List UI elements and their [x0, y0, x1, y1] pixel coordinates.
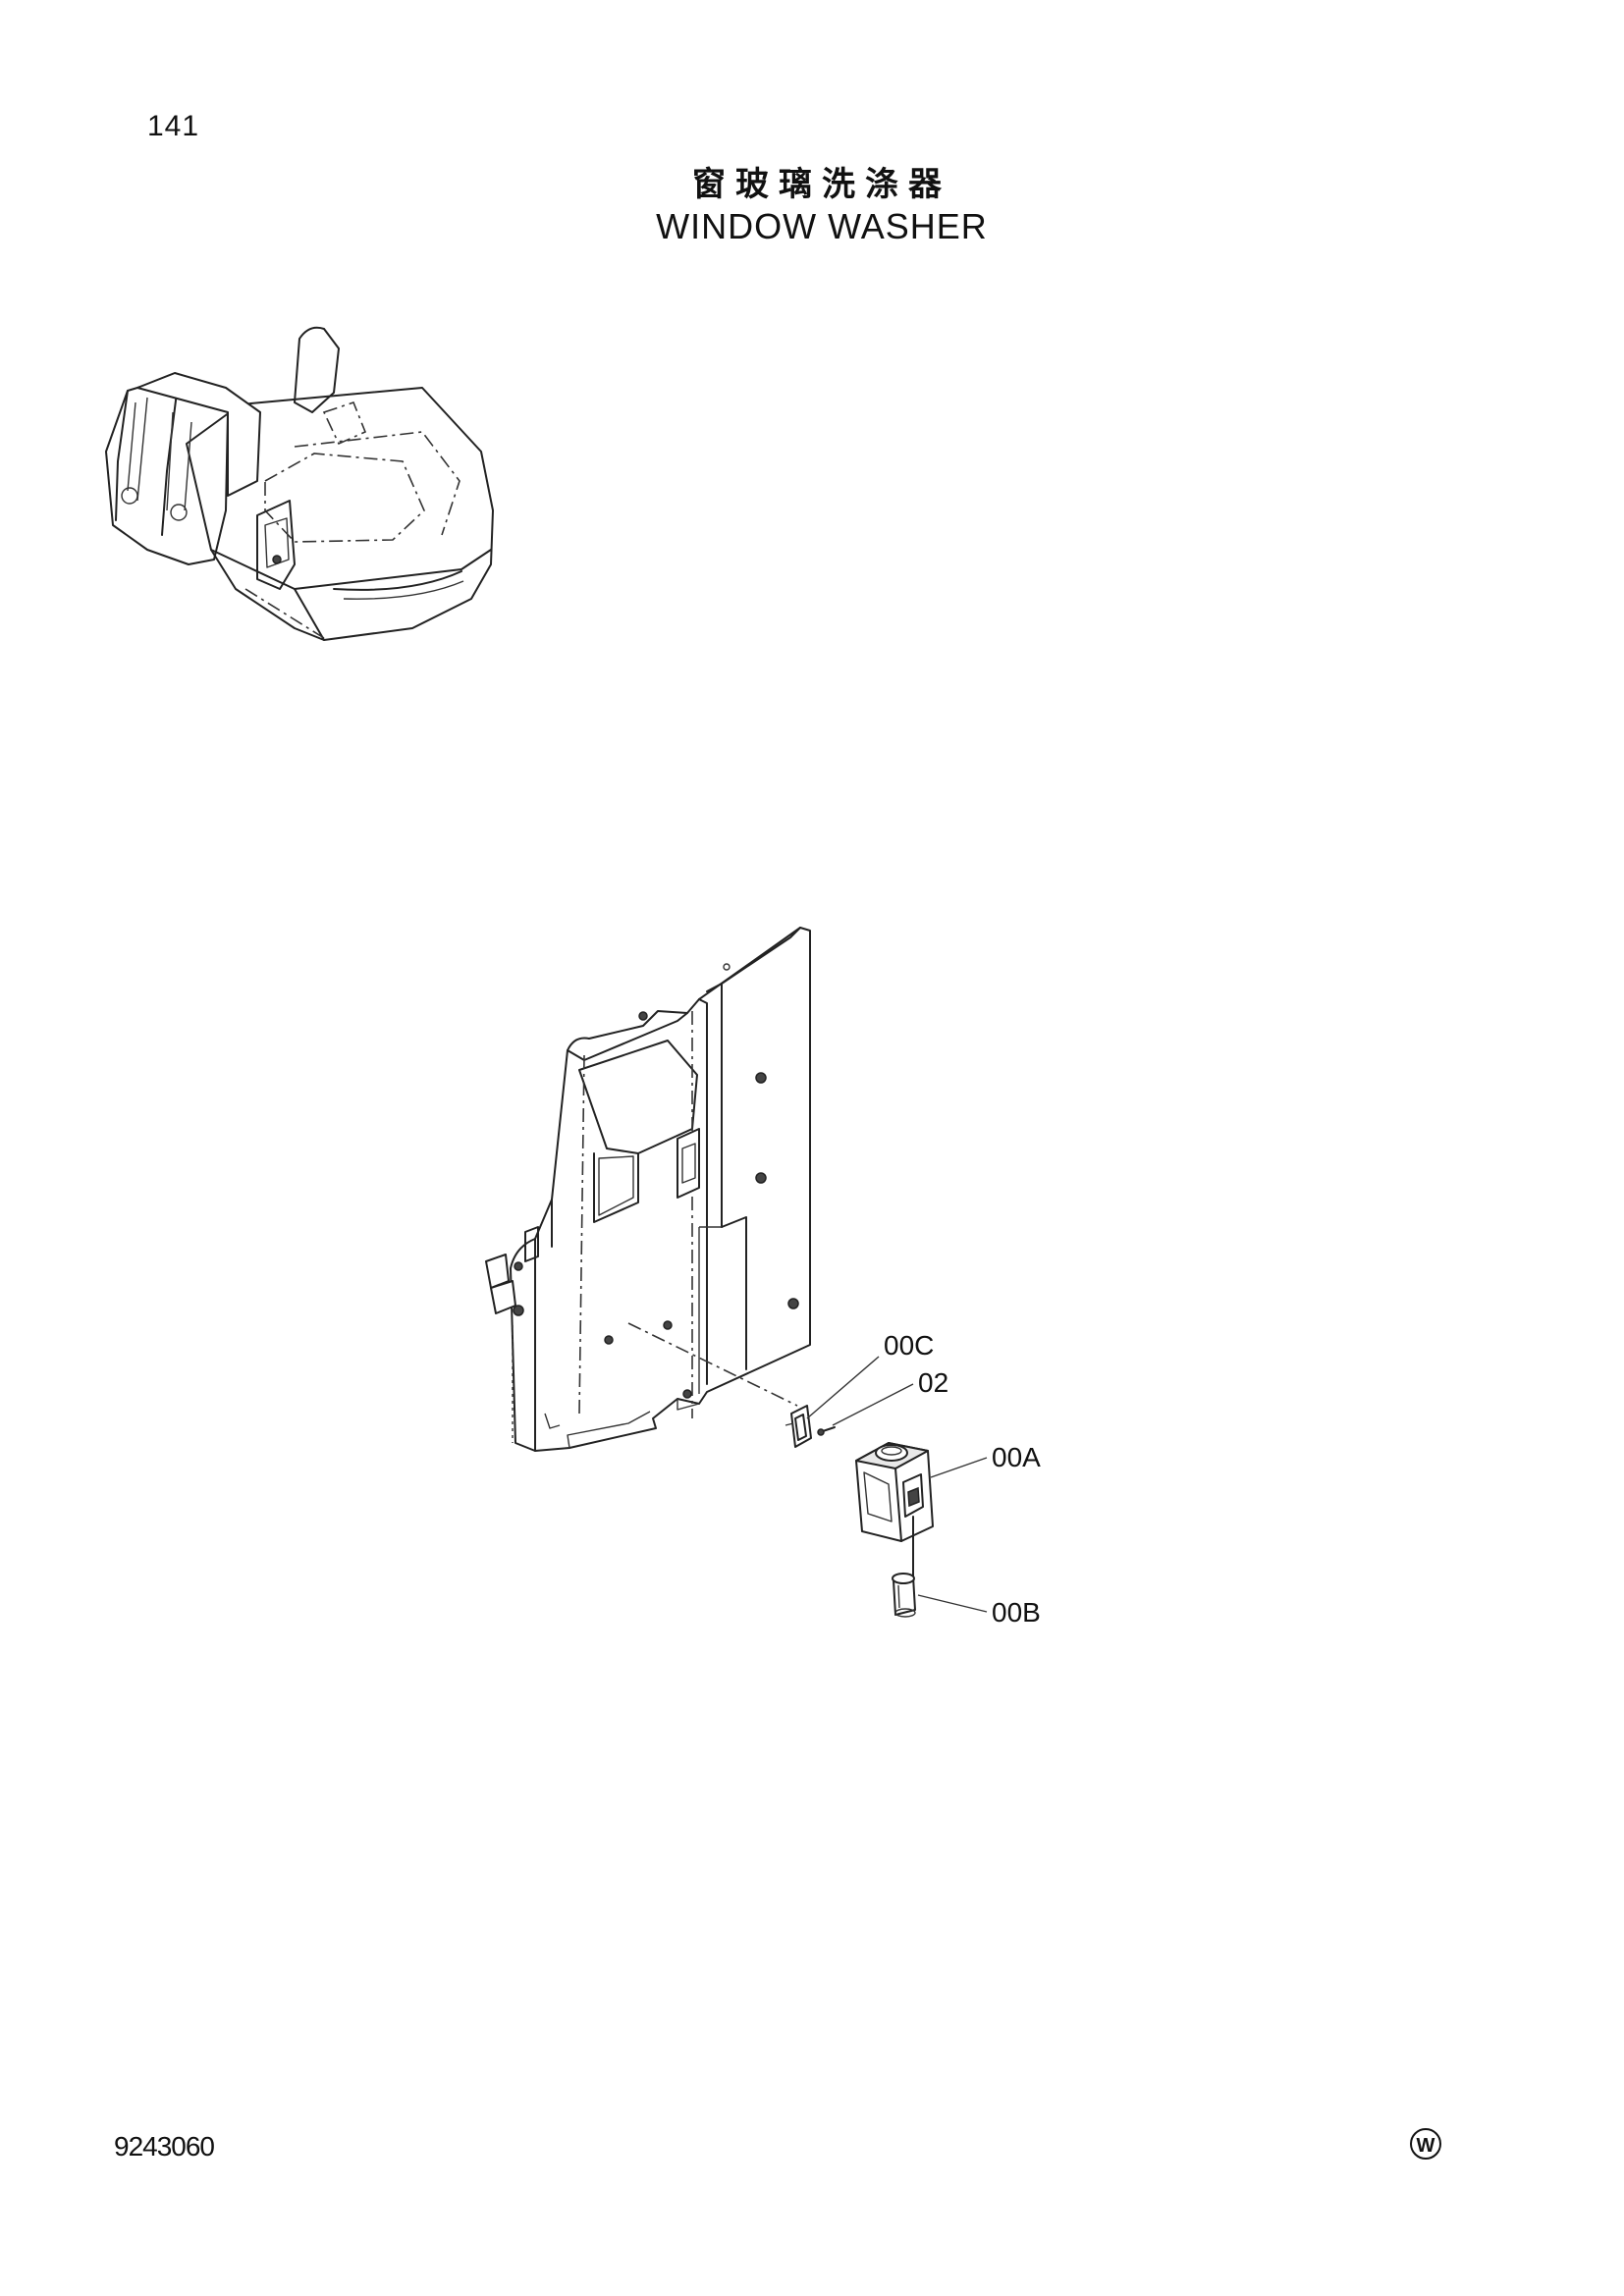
callout-00A: 00A [930, 1442, 1041, 1478]
bolt-02 [817, 1426, 836, 1436]
w-mark-icon: W [1410, 2128, 1441, 2160]
washer-tank-00A [855, 1442, 934, 1576]
callout-label-00A: 00A [992, 1442, 1041, 1472]
callout-00C: 00C [806, 1330, 934, 1419]
callout-label-00C: 00C [884, 1330, 934, 1361]
document-number: 9243060 [114, 2131, 215, 2162]
callout-label-00B: 00B [992, 1597, 1041, 1628]
washer-bracket-00C [785, 1405, 812, 1448]
callout-02: 02 [832, 1367, 948, 1426]
side-panel-illustration [485, 927, 811, 1452]
callout-label-02: 02 [918, 1367, 948, 1398]
callout-00B: 00B [917, 1594, 1041, 1628]
page-number: 141 [147, 110, 200, 142]
page-title-chinese: 窗玻璃洗涤器 [692, 165, 951, 204]
excavator-overview-illustration [105, 326, 494, 641]
page-title: WINDOW WASHER [656, 206, 988, 246]
filter-00B [892, 1573, 916, 1618]
